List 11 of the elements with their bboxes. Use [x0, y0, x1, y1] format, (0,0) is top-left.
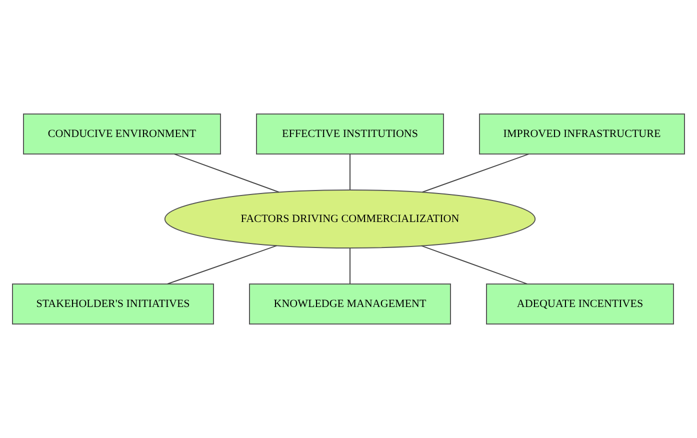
- node-box: STAKEHOLDER'S INITIATIVES: [12, 284, 214, 324]
- node-box: EFFECTIVE INSTITUTIONS: [256, 114, 444, 154]
- node-box: IMPROVED INFRASTRUCTURE: [479, 114, 685, 154]
- connector: [167, 245, 278, 284]
- node-box: ADEQUATE INCENTIVES: [486, 284, 674, 324]
- node-ellipse: FACTORS DRIVING COMMERCIALIZATION: [164, 190, 536, 248]
- node-box: KNOWLEDGE MANAGEMENT: [249, 284, 451, 324]
- connector: [421, 245, 528, 284]
- connector: [422, 154, 530, 193]
- connector: [174, 154, 280, 193]
- node-box: CONDUCIVE ENVIRONMENT: [23, 114, 221, 154]
